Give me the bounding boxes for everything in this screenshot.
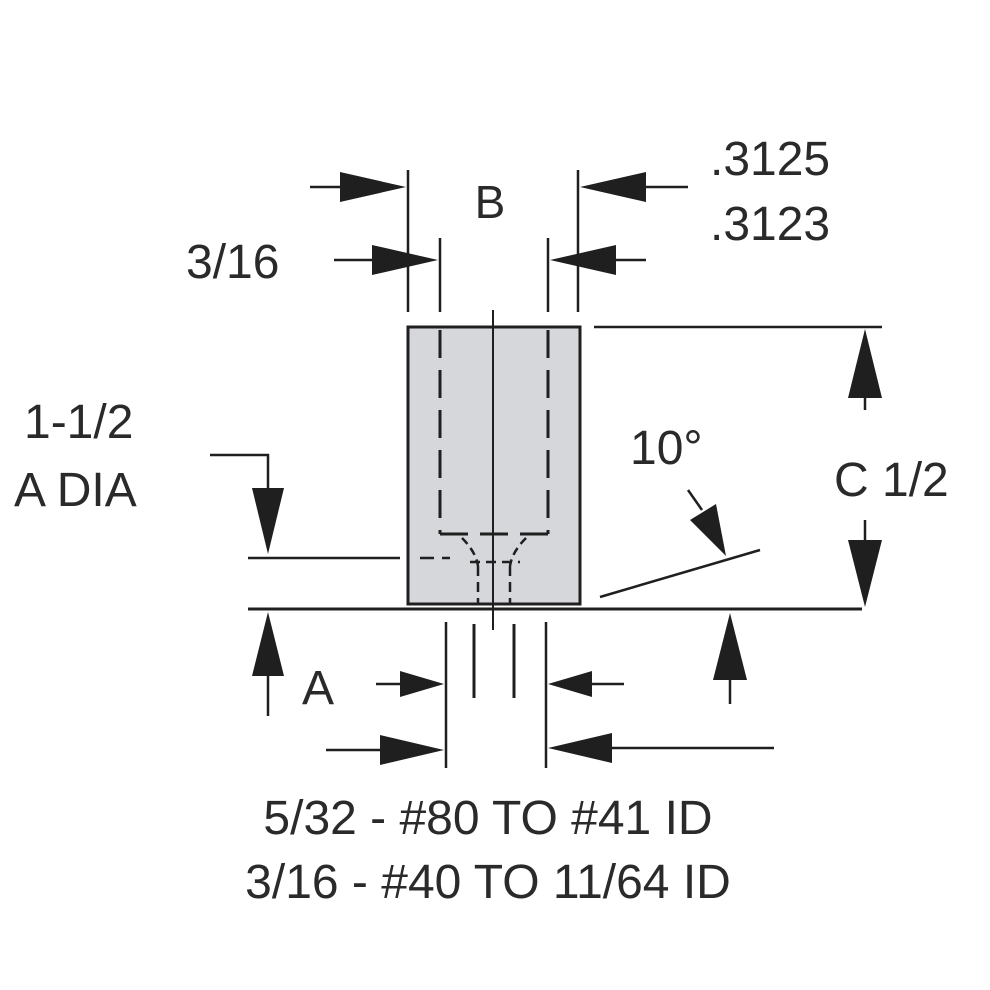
spec-arrows — [326, 733, 774, 765]
label-spec-line1: 5/32 - #80 TO #41 ID — [263, 792, 712, 845]
lower-right-arrow — [713, 613, 747, 704]
label-spec-line2: 3/16 - #40 TO 11/64 ID — [245, 856, 731, 909]
tube-lines — [472, 624, 516, 698]
a-dimension — [376, 622, 624, 768]
label-tol-lower: .3123 — [710, 198, 830, 251]
b-extension-lines — [406, 170, 580, 312]
label-angle: 10° — [630, 422, 703, 475]
b-dimension-arrows — [310, 172, 688, 202]
counterbore-detail — [420, 537, 527, 604]
label-a: A — [302, 662, 334, 715]
angle-leader — [599, 489, 761, 599]
label-b: B — [475, 176, 506, 228]
c-dimension — [594, 325, 882, 607]
label-wall: 3/16 — [186, 236, 279, 289]
wall-dimension-arrows — [334, 245, 646, 275]
label-c-dim: C 1/2 — [834, 454, 949, 507]
base-left-arrow — [252, 612, 284, 716]
label-a-dia-line2: A DIA — [14, 464, 137, 517]
a-dia-leader — [210, 453, 400, 560]
label-a-dia-line1: 1-1/2 — [24, 396, 133, 449]
label-tol-upper: .3125 — [710, 133, 830, 186]
